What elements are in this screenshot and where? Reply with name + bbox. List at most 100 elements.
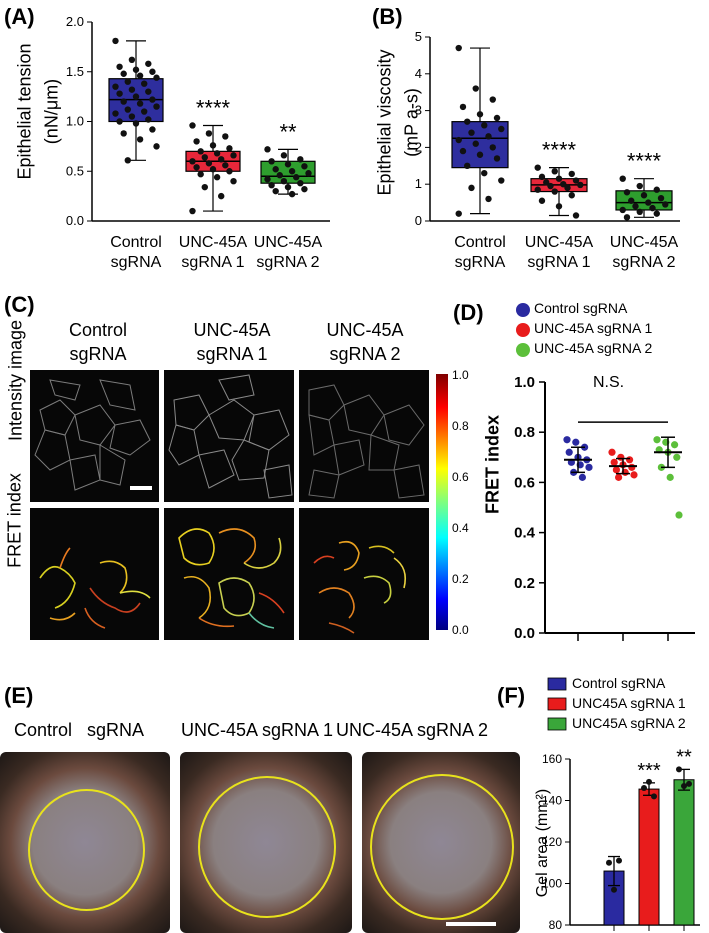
y-tick-label: 2.0	[66, 14, 84, 29]
panel-b-cat-3: UNC-45A sgRNA 2	[604, 233, 684, 273]
legend-marker	[516, 343, 530, 357]
panel-b-cat-1-line2: sgRNA	[454, 254, 506, 271]
scale-bar	[130, 486, 152, 490]
panel-a-cat-3: UNC-45A sgRNA 2	[248, 233, 328, 273]
data-point	[222, 162, 229, 169]
data-point	[149, 96, 156, 103]
y-tick-label: 1	[415, 176, 422, 191]
legend-marker	[516, 323, 530, 337]
data-point	[132, 120, 140, 127]
data-point	[305, 170, 312, 177]
y-tick-label: 2	[415, 139, 422, 154]
data-point	[459, 147, 467, 155]
data-point	[534, 164, 541, 171]
panel-d-ylabel: FRET index	[482, 415, 503, 515]
fret-image-sg2	[299, 508, 429, 640]
data-point	[293, 174, 300, 181]
significance-label: ****	[627, 149, 662, 174]
data-point	[297, 156, 304, 163]
data-point	[112, 37, 119, 45]
data-point	[141, 80, 148, 87]
data-point	[205, 130, 213, 137]
panel-f-legend-2: UNC45A sgRNA 1	[572, 695, 686, 711]
data-point	[189, 158, 196, 165]
data-point	[455, 44, 462, 52]
data-point	[476, 111, 484, 118]
y-tick-label: 120	[542, 835, 562, 849]
intensity-cells-1	[34, 379, 151, 491]
panel-label-a: (A)	[4, 4, 35, 29]
panel-b-cat-3-line2: sgRNA 2	[612, 254, 676, 271]
data-point	[686, 780, 692, 787]
data-point	[230, 152, 237, 159]
data-point	[197, 171, 204, 178]
data-point	[141, 108, 148, 115]
data-point	[489, 96, 496, 103]
data-point	[645, 199, 652, 206]
data-point	[120, 98, 127, 105]
data-point	[153, 74, 160, 81]
panel-a-cat-1: Control sgRNA	[96, 233, 176, 273]
y-tick-label: 0.2	[514, 575, 535, 592]
data-point	[116, 118, 123, 125]
significance-label: ****	[196, 95, 231, 120]
data-point	[459, 103, 467, 111]
data-point	[464, 162, 471, 169]
y-tick-label: 1.0	[514, 374, 535, 391]
data-point	[560, 181, 567, 188]
data-point	[623, 214, 631, 221]
panel-c-col-3: UNC-45A sgRNA 2	[320, 318, 410, 366]
panel-b-cat-1-line1: Control	[454, 234, 506, 251]
data-point	[205, 160, 213, 167]
data-point	[197, 148, 204, 155]
data-point	[481, 169, 488, 177]
legend-swatch	[547, 697, 567, 711]
panel-f-legend-3: UNC45A sgRNA 2	[572, 715, 686, 731]
fret-colorbar	[436, 374, 448, 630]
legend-swatch	[547, 717, 567, 731]
data-point	[616, 857, 622, 864]
intensity-image-sg2	[299, 370, 429, 502]
y-tick-label: 100	[542, 877, 562, 891]
data-point	[676, 766, 682, 773]
data-point	[636, 182, 643, 190]
data-point	[276, 172, 283, 179]
data-point	[189, 122, 196, 129]
data-point	[646, 778, 652, 785]
panel-d-legend-1: Control sgRNA	[534, 300, 628, 316]
gel-outline-control	[28, 789, 145, 911]
panel-c-col-1: Control sgRNA	[58, 318, 138, 366]
y-tick-label: 0.0	[514, 625, 535, 642]
data-point	[611, 886, 617, 893]
data-point	[472, 140, 479, 147]
data-point	[213, 174, 221, 181]
significance-label: ****	[542, 138, 577, 163]
legend-swatch	[547, 677, 567, 691]
data-point	[132, 93, 140, 100]
data-point	[230, 178, 237, 185]
panel-c-col-3-line1: UNC-45A	[326, 320, 404, 340]
panel-b-cat-3-line1: UNC-45A	[609, 234, 679, 251]
fret-network-1	[39, 547, 151, 629]
data-point	[218, 192, 225, 200]
data-point	[116, 63, 123, 70]
y-tick-label: 0.5	[66, 163, 84, 178]
data-point	[124, 106, 131, 113]
data-point	[666, 473, 674, 481]
panel-label-c: (C)	[4, 292, 35, 317]
data-point	[264, 176, 271, 183]
data-point	[226, 145, 233, 152]
data-point	[632, 203, 639, 210]
data-point	[226, 168, 233, 175]
panel-label-e: (E)	[4, 683, 34, 708]
data-point	[657, 194, 665, 202]
data-point	[578, 473, 586, 481]
y-tick-label: 3	[415, 103, 422, 118]
data-point	[673, 453, 681, 461]
fret-image-control	[30, 508, 159, 640]
data-point	[468, 129, 475, 136]
data-point	[193, 164, 200, 171]
